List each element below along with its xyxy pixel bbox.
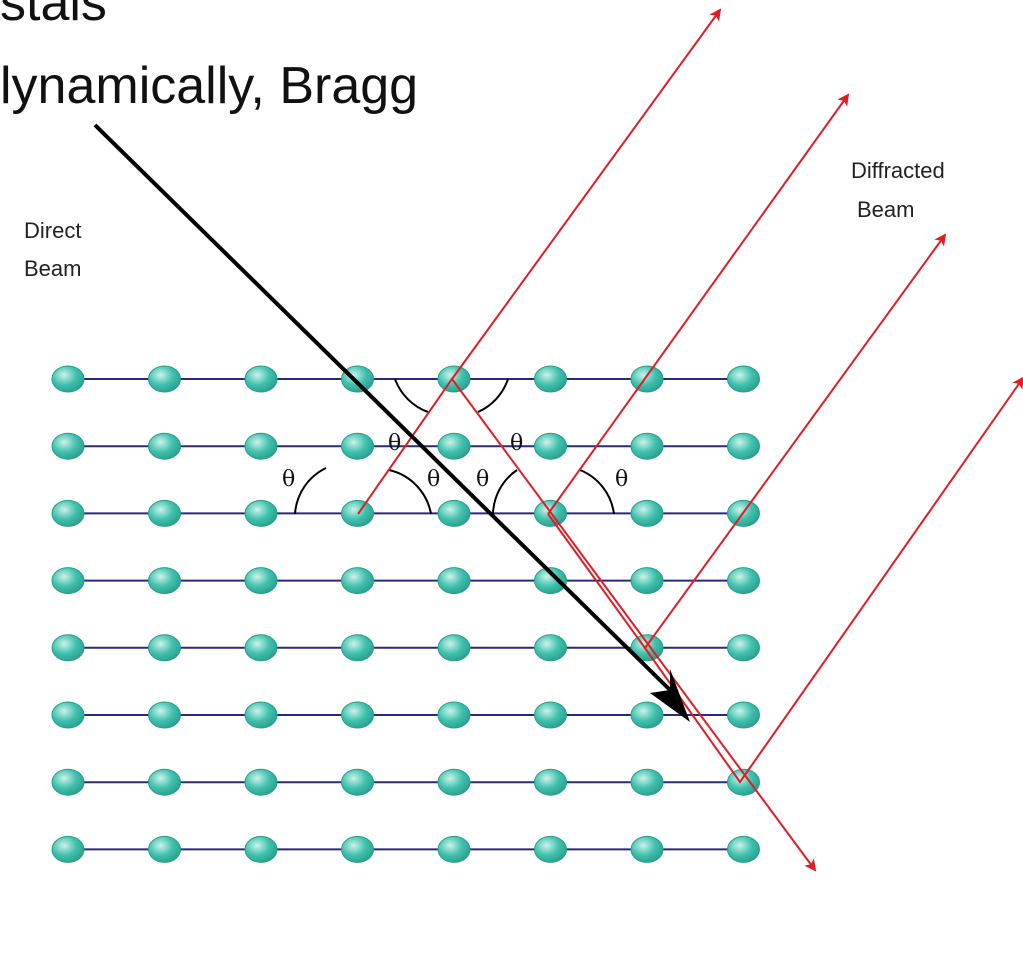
atom (148, 768, 181, 796)
atom (437, 567, 471, 595)
atom (51, 634, 85, 662)
atom (437, 499, 471, 527)
theta-label-5: θ (476, 467, 489, 492)
atom (534, 835, 567, 863)
slide-title-line-2: lynamically, Bragg (0, 57, 418, 115)
atom (244, 835, 278, 863)
atom (244, 499, 278, 527)
atom (534, 701, 567, 729)
atom (727, 835, 760, 863)
atom (630, 432, 664, 460)
direct-beam-arrowhead (650, 669, 690, 722)
atom (244, 768, 278, 796)
atom (727, 701, 760, 729)
direct-beam-label-line-1: Direct (24, 218, 81, 243)
diffracted-beam-label: Diffracted Beam (851, 158, 945, 222)
angle-arc-3 (294, 467, 327, 515)
atom (437, 835, 471, 863)
atom (51, 432, 85, 460)
atom (727, 634, 760, 662)
atom (727, 567, 760, 595)
reflected-ray-2 (451, 378, 817, 872)
atom (148, 499, 181, 527)
atom (534, 634, 567, 662)
atom (534, 567, 567, 595)
atom (630, 701, 664, 729)
atom (534, 768, 567, 796)
diffracted-beam-label-line-1: Diffracted (851, 158, 945, 183)
atom (437, 432, 471, 460)
atom (51, 835, 85, 863)
atom (51, 499, 85, 527)
atom (244, 432, 278, 460)
atom (727, 432, 760, 460)
theta-label-1: θ (388, 431, 401, 456)
direct-beam-label-line-2: Beam (24, 256, 81, 281)
angle-arc-6 (579, 469, 615, 515)
atom (148, 634, 181, 662)
atom (437, 768, 471, 796)
atom (534, 365, 567, 393)
atom (148, 365, 181, 393)
atom (630, 499, 664, 527)
angle-arcs (294, 378, 615, 515)
atom (341, 634, 374, 662)
lattice-atoms (51, 365, 760, 863)
atom (437, 701, 471, 729)
atom (534, 432, 567, 460)
atom (630, 365, 664, 393)
atom (148, 567, 181, 595)
diffracted-ray-2 (547, 93, 850, 515)
atom (630, 768, 664, 796)
direct-beam-label: Direct Beam (24, 218, 81, 281)
theta-label-2: θ (510, 431, 523, 456)
atom (341, 835, 374, 863)
angle-arc-1 (394, 378, 429, 413)
diffracted-beam-label-line-2: Beam (857, 197, 914, 222)
atom (244, 634, 278, 662)
atom (341, 768, 374, 796)
atom (630, 567, 664, 595)
atom (341, 701, 374, 729)
atom (51, 701, 85, 729)
angle-arc-5 (492, 469, 518, 515)
atom (437, 365, 471, 393)
theta-label-6: θ (615, 467, 628, 492)
atom (630, 835, 664, 863)
atom (148, 432, 181, 460)
atom (148, 835, 181, 863)
atom (727, 365, 760, 393)
atom (51, 768, 85, 796)
atom (244, 567, 278, 595)
angle-arc-2 (477, 378, 509, 413)
atom (341, 567, 374, 595)
direct-beam (93, 123, 690, 722)
atom (51, 365, 85, 393)
atom (244, 701, 278, 729)
atom (437, 634, 471, 662)
direct-beam-line (93, 123, 672, 692)
theta-label-4: θ (427, 467, 440, 492)
atom (341, 432, 374, 460)
slide-title-line-1: stals (0, 0, 107, 32)
theta-label-3: θ (282, 467, 295, 492)
atom (51, 567, 85, 595)
angle-arc-4 (388, 469, 432, 515)
atom (244, 365, 278, 393)
atom (148, 701, 181, 729)
